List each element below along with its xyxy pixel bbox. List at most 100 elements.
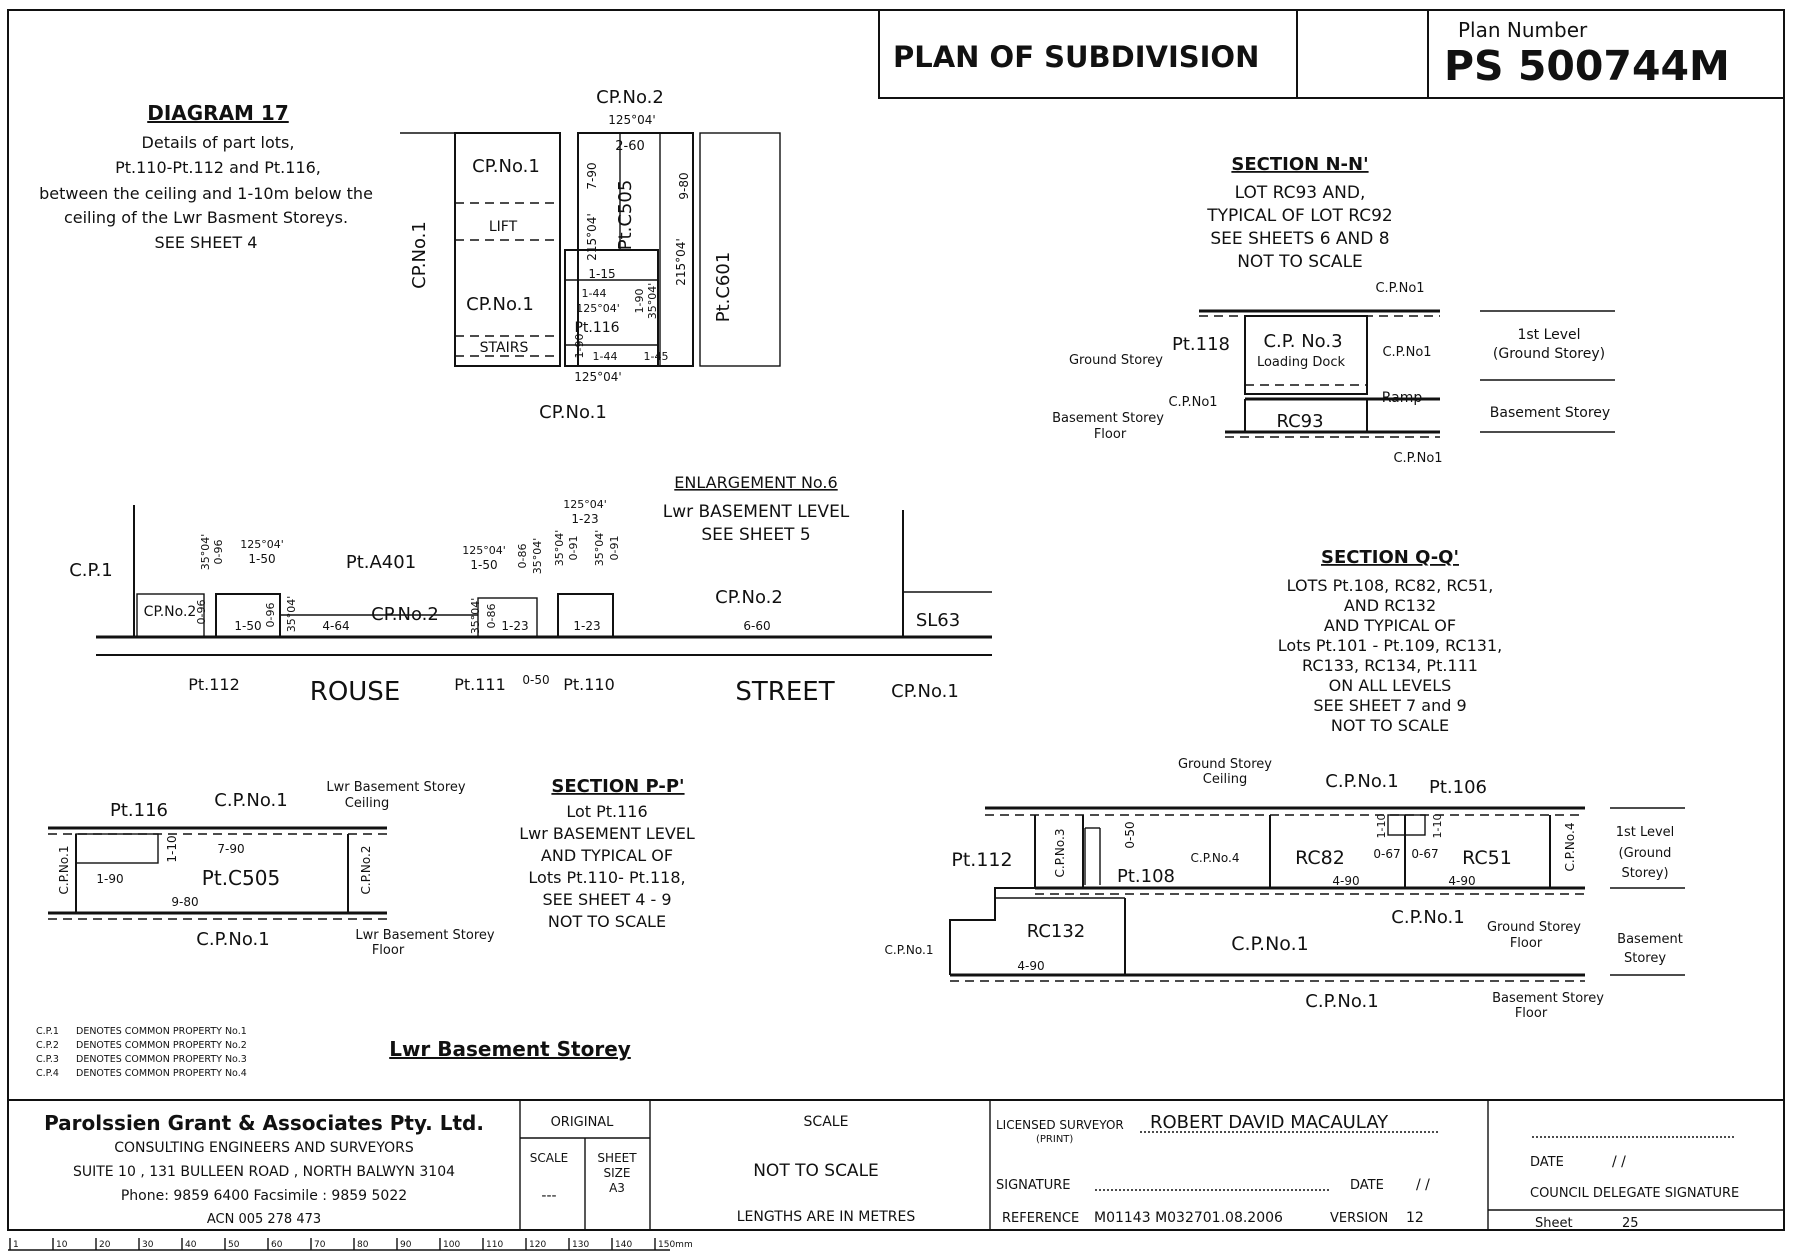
section-qq-label: C.P.No.4 — [1563, 823, 1577, 872]
firm-line: SUITE 10 , 131 BULLEEN ROAD , NORTH BALW… — [73, 1164, 455, 1180]
legend-code: C.P.2 — [36, 1040, 59, 1051]
section-qq-label: C.P.No.4 — [1191, 851, 1240, 865]
detail-cp1-vertical: CP.No.1 — [409, 221, 430, 289]
council-signature-label: COUNCIL DELEGATE SIGNATURE — [1530, 1186, 1739, 1201]
section-nn-label: C.P.No1 — [1168, 395, 1217, 410]
section-qq-label: RC51 — [1462, 847, 1512, 869]
legend-text: DENOTES COMMON PROPERTY No.4 — [76, 1068, 247, 1079]
section-nn-line: TYPICAL OF LOT RC92 — [1206, 206, 1392, 226]
section-qq-label: C.P.No.3 — [1053, 829, 1067, 878]
detail-bearing: 215°04' — [674, 238, 688, 285]
section-nn-label: RC93 — [1276, 411, 1323, 432]
section-qq-dim: 0-67 — [1373, 847, 1400, 861]
section-nn: SECTION N-N' LOT RC93 AND, TYPICAL OF LO… — [1052, 154, 1615, 466]
section-qq-label: Ceiling — [1203, 772, 1247, 787]
section-pp-line: Lots Pt.110- Pt.118, — [528, 868, 685, 887]
section-pp-label: C.P.No.1 — [196, 929, 269, 950]
section-nn-label: C.P.No1 — [1375, 281, 1424, 296]
council-date-label: DATE — [1530, 1155, 1564, 1170]
section-qq-label: C.P.No.1 — [1305, 991, 1378, 1012]
firm-line: CONSULTING ENGINEERS AND SURVEYORS — [114, 1140, 414, 1156]
diagram17-heading: DIAGRAM 17 — [147, 101, 289, 125]
ruler-label: 1 — [13, 1240, 19, 1250]
section-qq-label: Storey) — [1621, 866, 1668, 881]
lift-label: LIFT — [489, 219, 518, 235]
section-nn-label: C.P.No1 — [1393, 451, 1442, 466]
section-pp-line: Lot Pt.116 — [566, 802, 647, 821]
council-date-value: / / — [1612, 1154, 1626, 1170]
legend-code: C.P.1 — [36, 1026, 59, 1037]
street-bearing: 35°04' — [199, 534, 212, 571]
section-pp-label: C.P.No.1 — [214, 790, 287, 811]
street-label: CP.No.2 — [144, 604, 197, 620]
section-qq-label: Basement Storey — [1492, 991, 1604, 1006]
date-label: DATE — [1350, 1178, 1384, 1193]
section-qq-label: Pt.108 — [1117, 866, 1175, 887]
ruler-label: 140 — [615, 1240, 632, 1250]
section-qq-heading: SECTION Q-Q' — [1321, 547, 1459, 568]
diagram17-line: Pt.110-Pt.112 and Pt.116, — [115, 158, 321, 177]
street-dim: 1-50 — [248, 552, 275, 566]
section-pp-line: NOT TO SCALE — [548, 912, 666, 931]
section-qq-label: C.P.No.1 — [1391, 907, 1464, 928]
street-dim: 1-23 — [501, 619, 528, 633]
section-qq-dim: 1-10 — [1431, 814, 1444, 839]
section-pp-label: Lwr Basement Storey — [326, 780, 465, 795]
surveyor-name: ROBERT DAVID MACAULAY — [1150, 1112, 1389, 1133]
section-qq-label: Storey — [1624, 951, 1666, 966]
section-qq-label: Floor — [1510, 936, 1543, 951]
diagram17-line: between the ceiling and 1-10m below the — [39, 184, 373, 203]
section-pp-dim: 7-90 — [217, 842, 244, 856]
diagram17-line: SEE SHEET 4 — [155, 233, 258, 252]
ruler-label: 70 — [314, 1240, 326, 1250]
section-pp-label: Lwr Basement Storey — [355, 928, 494, 943]
signature-label: SIGNATURE — [996, 1178, 1070, 1193]
ruler-label: 40 — [185, 1240, 197, 1250]
storey-title: Lwr Basement Storey — [389, 1037, 631, 1061]
not-to-scale: NOT TO SCALE — [753, 1161, 879, 1181]
street-dim: 0-91 — [608, 536, 621, 561]
lengths-note: LENGTHS ARE IN METRES — [737, 1209, 916, 1225]
section-qq-dim: 0-67 — [1411, 847, 1438, 861]
diagram17-note: DIAGRAM 17 Details of part lots, Pt.110-… — [39, 101, 373, 252]
section-nn-label: Floor — [1094, 427, 1127, 442]
street-bearing: 125°04' — [462, 544, 506, 557]
section-pp-label: Floor — [372, 943, 405, 958]
street-dim: 1-50 — [470, 558, 497, 572]
street-dim: 0-96 — [212, 540, 225, 565]
legend-code: C.P.3 — [36, 1054, 59, 1065]
legend-text: DENOTES COMMON PROPERTY No.1 — [76, 1026, 247, 1037]
section-qq-label: Ground Storey — [1487, 920, 1581, 935]
section-qq-dim: 4-90 — [1332, 874, 1359, 888]
section-qq-label: C.P.No.1 — [1325, 771, 1398, 792]
ruler-label: 50 — [228, 1240, 240, 1250]
detail-bearing: 125°04' — [576, 302, 620, 315]
street-label: SL63 — [916, 610, 960, 631]
section-pp-label: C.P.No.2 — [359, 846, 373, 895]
section-qq-line: ON ALL LEVELS — [1329, 676, 1452, 695]
street-bearing: 125°04' — [240, 538, 284, 551]
lift-stairs-detail: CP.No.2 125°04' 2-60 CP.No.1 LIFT CP.No.… — [400, 87, 781, 423]
legend-text: DENOTES COMMON PROPERTY No.2 — [76, 1040, 247, 1051]
street-dim: 0-50 — [522, 673, 549, 687]
sheet-number: 25 — [1622, 1216, 1639, 1231]
section-qq-dim: 4-90 — [1017, 959, 1044, 973]
ruler-label: 120 — [529, 1240, 546, 1250]
plan-number-label: Plan Number — [1458, 18, 1588, 42]
street-dim: 4-64 — [322, 619, 349, 633]
ruler-label: 20 — [99, 1240, 111, 1250]
detail-cp1: CP.No.1 — [466, 294, 534, 315]
detail-dim: 2-60 — [615, 139, 645, 154]
section-qq-dim: 4-90 — [1448, 874, 1475, 888]
date-value: / / — [1416, 1177, 1430, 1193]
section-pp-line: Lwr BASEMENT LEVEL — [519, 824, 695, 843]
reference-label: REFERENCE — [1002, 1211, 1079, 1226]
firm-name: Parolssien Grant & Associates Pty. Ltd. — [44, 1111, 484, 1135]
detail-bearing: 125°04' — [574, 370, 621, 384]
section-nn-label: C.P. No.3 — [1263, 331, 1342, 352]
section-nn-label: Ground Storey — [1069, 353, 1163, 368]
section-nn-label: Loading Dock — [1257, 355, 1346, 370]
ruler-label: 10 — [56, 1240, 68, 1250]
diagram17-line: Details of part lots, — [142, 133, 295, 152]
enlargement-heading: ENLARGEMENT No.6 — [674, 473, 837, 492]
